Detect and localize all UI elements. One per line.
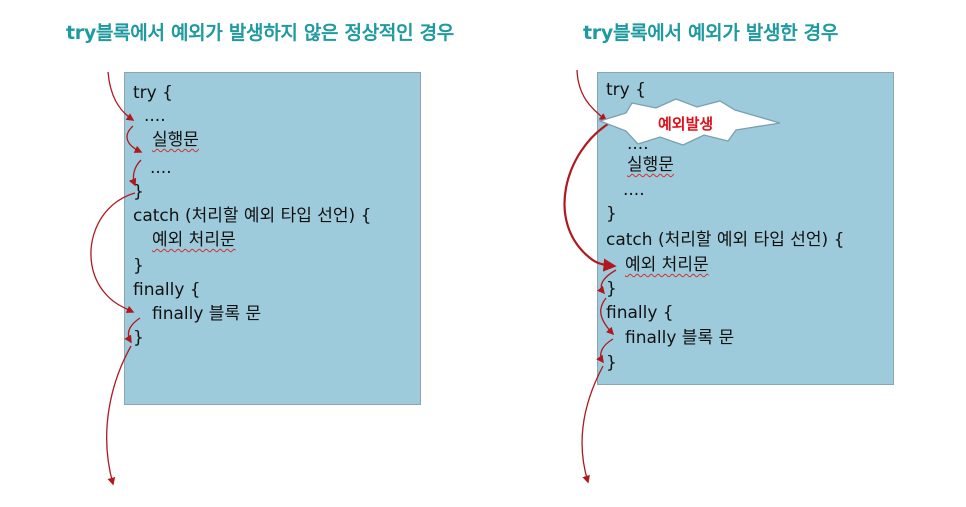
left-catch-close: } — [133, 256, 144, 276]
left-dots-2: .... — [150, 158, 172, 178]
right-finally-open: finally { — [606, 303, 674, 323]
left-finally-open: finally { — [133, 280, 201, 300]
left-catch-open: catch (처리할 예외 타입 선언) { — [133, 206, 372, 226]
left-finally-close: } — [133, 328, 144, 348]
left-code-box — [124, 72, 421, 405]
left-try-close: } — [133, 182, 144, 202]
right-try-close: } — [606, 204, 617, 224]
right-catch-body: 예외 처리문 — [625, 255, 709, 275]
right-dots-1: .... — [627, 134, 649, 154]
right-title: try블록에서 예외가 발생한 경우 — [583, 22, 839, 44]
right-try-open: try { — [606, 80, 646, 100]
right-dots-2: .... — [623, 180, 645, 200]
left-dots-1: .... — [144, 106, 166, 126]
right-finally-body: finally 블록 문 — [625, 328, 735, 348]
right-catch-close: } — [606, 279, 617, 299]
right-statement: 실행문 — [627, 155, 674, 175]
exception-burst-label: 예외발생 — [658, 115, 714, 133]
left-catch-body: 예외 처리문 — [152, 230, 236, 250]
left-try-open: try { — [133, 83, 173, 103]
left-title: try블록에서 예외가 발생하지 않은 정상적인 경우 — [66, 22, 454, 44]
left-statement: 실행문 — [152, 130, 199, 150]
right-catch-open: catch (처리할 예외 타입 선언) { — [606, 230, 845, 250]
left-finally-body: finally 블록 문 — [152, 304, 262, 324]
right-finally-close: } — [606, 353, 617, 373]
